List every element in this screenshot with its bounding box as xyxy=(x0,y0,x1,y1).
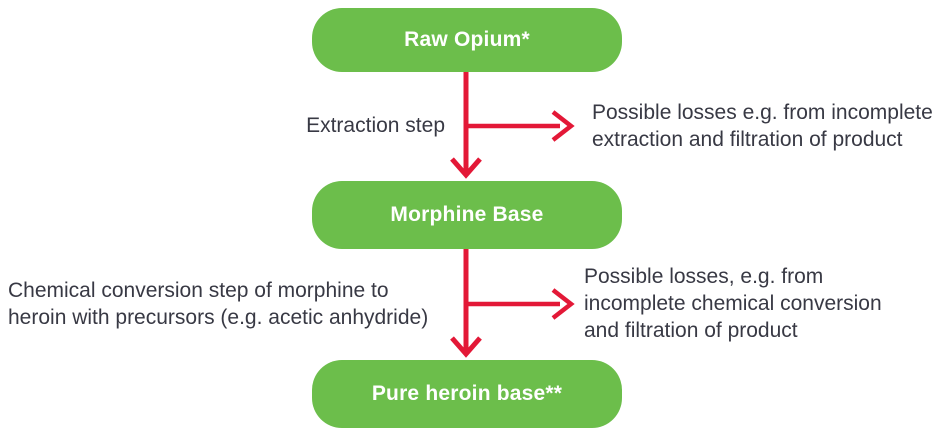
node-morphine-base: Morphine Base xyxy=(312,181,622,249)
loss-note-chemical-conversion: Possible losses, e.g. from incomplete ch… xyxy=(584,265,882,342)
arrow-down-head-icon xyxy=(450,157,482,179)
loss-note-extraction: Possible losses e.g. from incomplete ext… xyxy=(592,101,933,151)
node-raw-opium: Raw Opium* xyxy=(312,8,622,72)
arrow-loss-branch-1 xyxy=(466,110,575,142)
step-label-extraction: Extraction step xyxy=(306,114,445,137)
step-label-chemical-conversion: Chemical conversion step of morphine to … xyxy=(8,279,429,329)
arrow-down-head-icon xyxy=(450,336,482,358)
arrow-raw-to-morphine xyxy=(450,71,482,179)
arrow-right-head-icon xyxy=(551,288,575,320)
node-pure-heroin-base: Pure heroin base** xyxy=(312,360,622,428)
arrow-right-head-icon xyxy=(551,110,575,142)
arrow-loss-branch-2 xyxy=(466,288,575,320)
